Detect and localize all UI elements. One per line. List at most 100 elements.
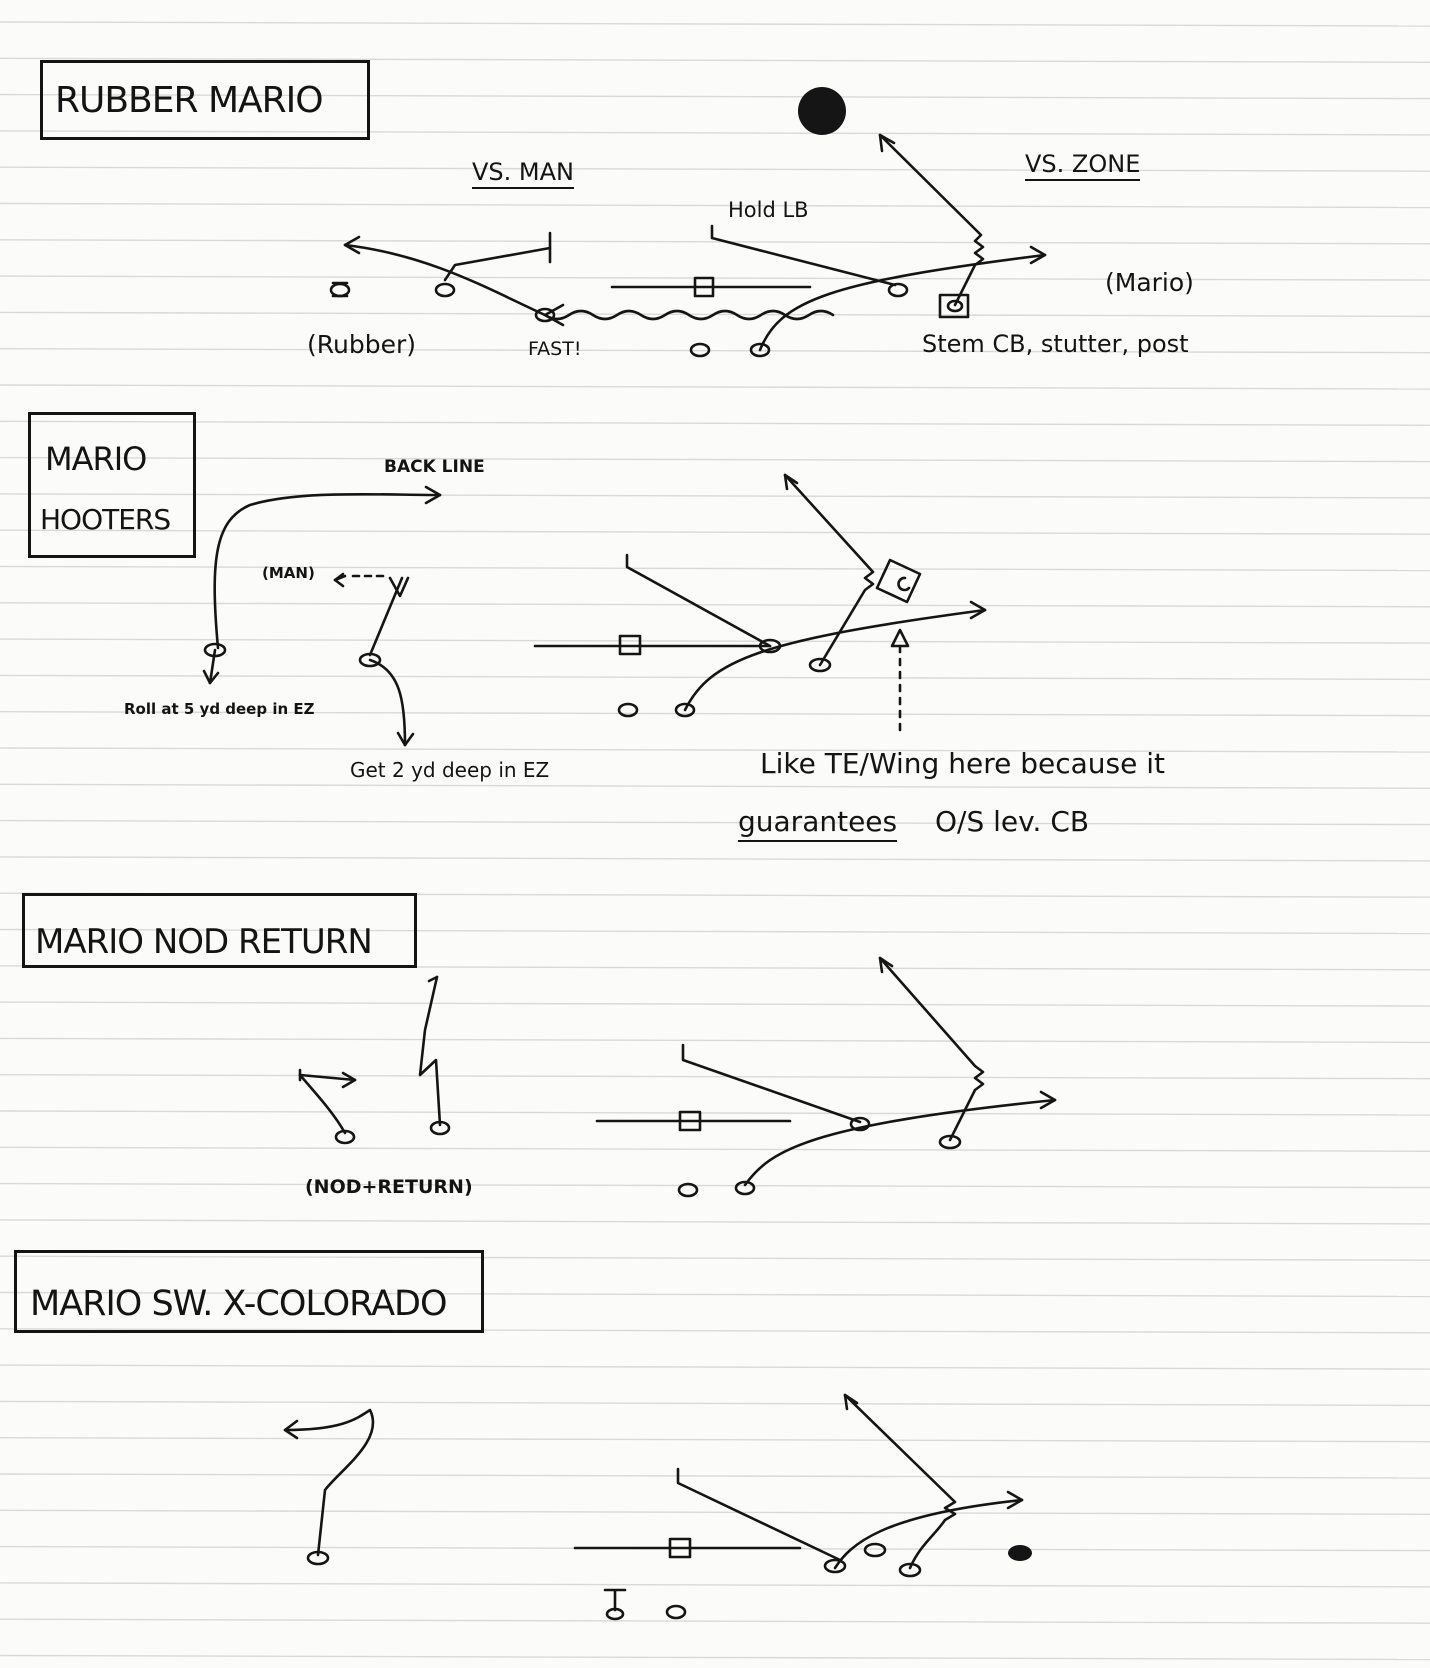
route-hold-lb-2 [625,553,772,648]
receiver-z [358,652,382,668]
ruled-line [0,21,1430,27]
receiver-x [203,642,227,658]
play-mario-hooters-diagram [202,473,987,747]
ruled-line [0,1182,1430,1189]
label-get-2yd: Get 2 yd deep in EZ [350,758,550,782]
center-2 [618,634,642,656]
route-hold-lb [710,224,897,287]
ruled-line [0,1364,1430,1370]
receiver-slot-3 [849,1116,871,1132]
route-get2 [368,658,407,747]
play-title-box-mario-hooters [28,412,196,558]
play-title-box-rubber-mario [40,60,370,140]
route-drag-2 [683,608,987,712]
receiver-z-3 [429,1120,451,1136]
receiver-slot [887,282,909,298]
label-mario: (Mario) [1105,268,1194,297]
route-nod-return [298,1073,347,1135]
label-hold-lb: Hold LB [728,198,809,222]
play-title-hooters: HOOTERS [40,503,171,536]
receiver-rubber [329,282,351,298]
route-swap-1 [833,1498,1024,1570]
ruled-line [0,1400,1430,1407]
ruled-line [0,130,1430,136]
ruled-line [0,1582,1430,1588]
receiver-x-4 [306,1550,330,1566]
route-man-out [443,246,552,282]
ruled-line [0,1509,1430,1516]
back [749,342,771,358]
receiver-x-3 [334,1129,356,1145]
back-2 [674,702,696,718]
ruled-line [0,674,1430,681]
tight-end [938,293,970,319]
ruled-line [0,1219,1430,1225]
ruled-line [0,747,1430,753]
label-nod-return: (NOD+RETURN) [305,1176,473,1198]
label-roll-5yd: Roll at 5 yd deep in EZ [124,700,315,718]
ruled-line [0,529,1430,535]
ruled-line [0,638,1430,644]
ruled-line [0,602,1430,608]
center-3 [678,1110,702,1132]
ruled-line [0,783,1430,789]
play-mario-nod-return-diagram [298,956,1057,1198]
ruled-line [0,456,1430,463]
label-fast: FAST! [528,338,582,360]
receiver-wing [808,657,832,673]
ruled-line [0,1291,1430,1298]
receiver-slot-2 [758,638,782,654]
ruled-line [0,819,1430,826]
qb-2 [617,702,639,718]
ruled-line [0,856,1430,862]
back-3 [734,1180,756,1196]
ruled-line [0,1255,1430,1261]
route-rubber [343,243,547,317]
ruled-line [0,239,1430,245]
receiver-outside-4 [1008,1545,1032,1561]
ruled-line [0,711,1430,717]
play-title-box-mario-sw-x-colorado [14,1250,484,1333]
route-hold-lb-4 [676,1467,842,1562]
qb-3 [677,1182,699,1198]
ruled-line [0,384,1430,390]
label-rubber: (Rubber) [307,330,416,359]
route-drag-3 [743,1098,1057,1187]
ruled-line [0,420,1430,426]
route-wing-post [783,473,875,667]
route-drag [758,253,1047,352]
receiver-slot-4a [823,1558,847,1574]
ruled-line [0,57,1430,63]
ruled-line [0,1328,1430,1334]
center [693,276,715,298]
ball-spot [798,87,846,135]
route-colorado [283,1408,375,1557]
ruled-line [0,202,1430,209]
label-stem-cb-stutter-post: Stem CB, stutter, post [922,330,1189,358]
ruled-line [0,1618,1430,1624]
label-man: (MAN) [262,564,315,582]
ruled-line [0,928,1430,935]
ruled-line [0,93,1430,100]
receiver-motion [534,307,556,323]
receiver-te-3 [938,1134,962,1150]
label-vs-man: VS. MAN [472,160,574,189]
route-stop-go [418,975,442,1127]
ruled-line [0,1001,1430,1007]
play-title-box-mario-nod-return [22,893,417,968]
route-stem-post [878,133,985,307]
note-guarantees: guarantees [738,808,898,842]
qb-4 [603,1588,627,1612]
note-os-lev-cb: O/S lev. CB [935,805,1090,838]
center-4 [668,1537,692,1559]
label-vs-zone: VS. ZONE [1025,152,1141,181]
route-man-indicator [333,574,385,582]
note-like-te-wing: Like TE/Wing here because it [760,747,1165,780]
route-post-4 [843,1393,957,1570]
ruled-line [0,1037,1430,1044]
qb [689,342,711,358]
ruled-line [0,166,1430,172]
receiver-slot-4b [863,1542,887,1558]
ruled-line [0,565,1430,572]
